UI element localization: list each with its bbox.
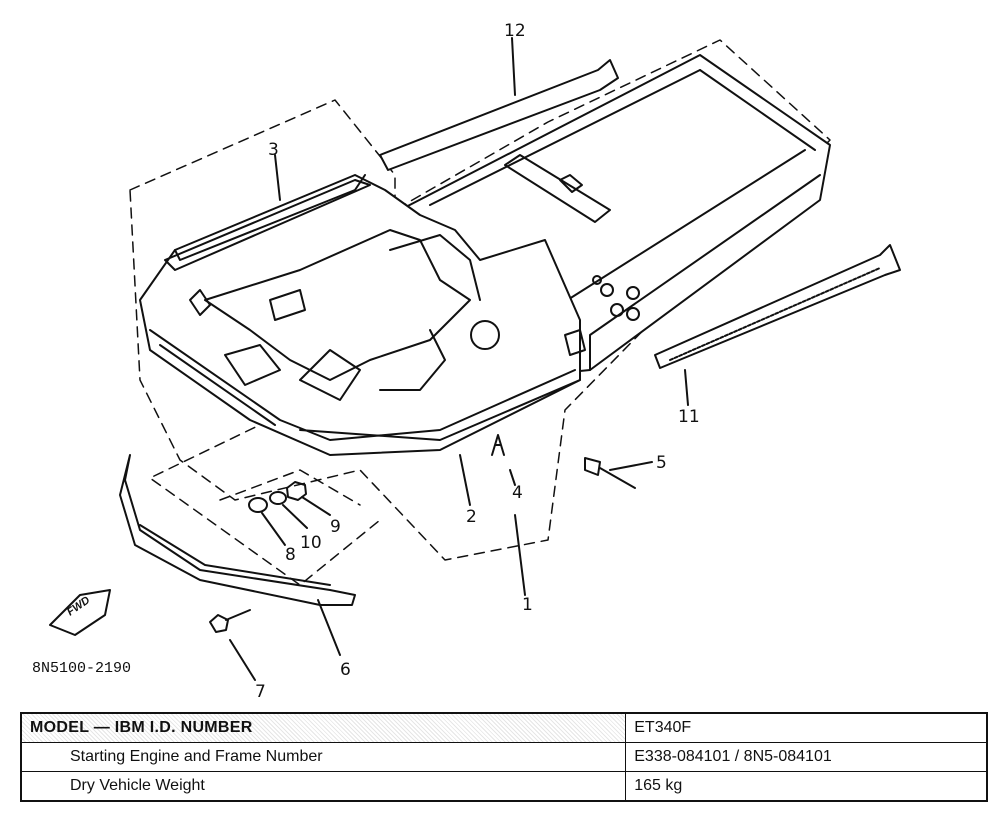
- model-spec-table: MODEL — IBM I.D. NUMBER ET340F Starting …: [20, 712, 988, 802]
- spec-row: Starting Engine and Frame Number E338-08…: [20, 742, 988, 772]
- nut-part-9: [286, 481, 307, 501]
- screw-part-5: [584, 457, 636, 489]
- callout-2: 2: [466, 507, 477, 527]
- callout-9: 9: [330, 517, 341, 537]
- handrail-part-12: [379, 59, 619, 171]
- spec-header-row: MODEL — IBM I.D. NUMBER ET340F: [20, 712, 988, 743]
- clip-part-4: [491, 434, 505, 456]
- spec-row: Dry Vehicle Weight 165 kg: [20, 771, 988, 802]
- callout-4: 4: [512, 483, 523, 503]
- callout-8: 8: [285, 545, 296, 565]
- drawing-code: 8N5100-2190: [32, 660, 131, 677]
- frame-number-value: E338-084101 / 8N5-084101: [625, 742, 988, 772]
- hood-base-part-2: [139, 174, 581, 456]
- weight-label: Dry Vehicle Weight: [20, 771, 627, 802]
- callout-1: 1: [522, 595, 533, 615]
- weight-value: 165 kg: [625, 771, 988, 802]
- callout-5: 5: [656, 453, 667, 473]
- callout-3: 3: [268, 140, 279, 160]
- bumper-part-3: [164, 179, 371, 271]
- exploded-parts-diagram: FWD 1 2 3 4 5 6 7 8 9 10 11 12 8N5100-21…: [32, 21, 901, 700]
- sub-boundary: [149, 419, 381, 586]
- model-id-label: MODEL — IBM I.D. NUMBER: [20, 712, 627, 743]
- washer-part-8: [248, 497, 268, 513]
- callout-12: 12: [504, 21, 526, 41]
- callout-11: 11: [678, 407, 700, 427]
- callout-6: 6: [340, 660, 351, 680]
- fwd-arrow-icon: [49, 589, 111, 636]
- callout-7: 7: [255, 682, 266, 700]
- part-callouts: 1 2 3 4 5 6 7 8 9 10 11 12: [255, 21, 700, 700]
- washer-part-10: [269, 491, 287, 505]
- bumper-lip-part-6: [119, 454, 356, 606]
- siderail-part-11: [654, 244, 901, 369]
- model-id-value: ET340F: [625, 712, 988, 743]
- assembly-boundary: [129, 39, 831, 561]
- callout-10: 10: [300, 533, 322, 553]
- frame-number-label: Starting Engine and Frame Number: [20, 742, 627, 772]
- bolt-part-7: [209, 609, 251, 633]
